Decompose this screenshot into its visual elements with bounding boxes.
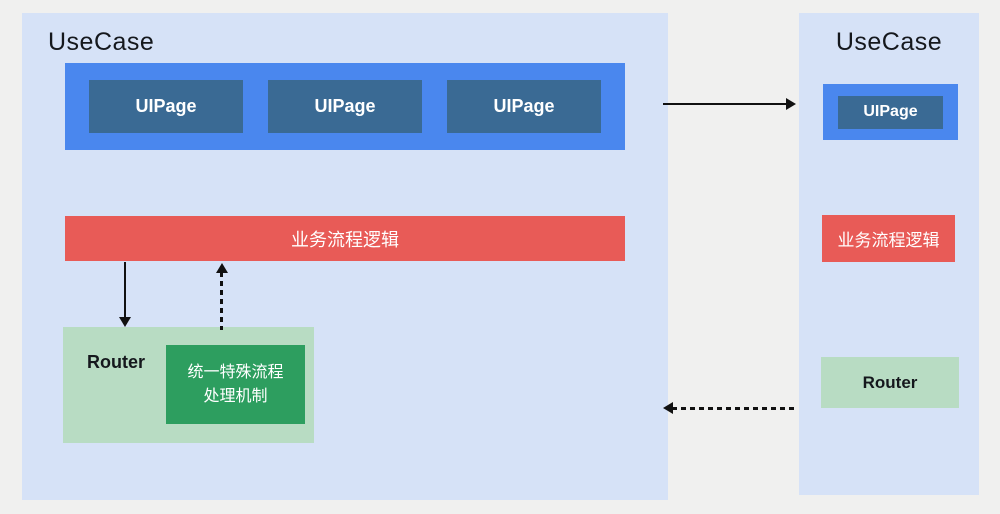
mechanism-line2: 处理机制 (203, 387, 268, 405)
left-business-logic-bar: 业务流程逻辑 (65, 216, 625, 261)
uipage-box: UIPage (838, 95, 943, 129)
uipage-box: UIPage (89, 80, 243, 133)
special-flow-mechanism-box: 统一特殊流程 处理机制 (166, 345, 305, 424)
right-usecase-panel: UseCase UIPage 业务流程逻辑 Router (799, 13, 979, 495)
uipage-box: UIPage (447, 80, 601, 133)
mechanism-line1: 统一特殊流程 (187, 363, 284, 381)
right-router-box: Router (821, 357, 959, 408)
left-usecase-panel: UseCase UIPage UIPage UIPage 业务流程逻辑 Rout… (22, 13, 668, 500)
left-router-label: Router (87, 352, 145, 372)
left-uipage-container: UIPage UIPage UIPage (65, 63, 625, 150)
right-business-logic-bar: 业务流程逻辑 (822, 215, 955, 262)
right-uipage-container: UIPage (823, 84, 958, 140)
uipage-box: UIPage (268, 80, 422, 133)
right-usecase-title: UseCase (835, 28, 943, 56)
left-router-box: Router 统一特殊流程 处理机制 (63, 327, 314, 443)
left-usecase-title: UseCase (48, 28, 155, 56)
